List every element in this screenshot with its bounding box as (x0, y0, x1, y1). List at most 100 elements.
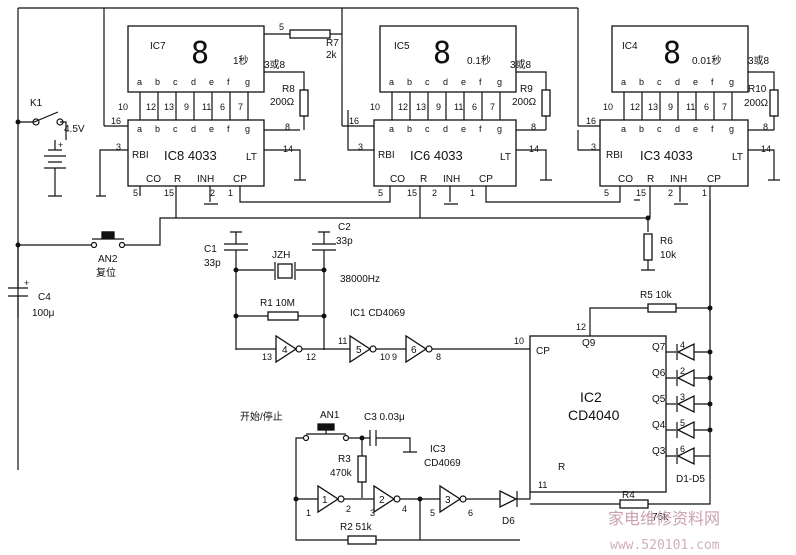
svg-text:e: e (693, 124, 698, 134)
display-ic5-seg-a: a (389, 77, 394, 87)
svg-text:3: 3 (445, 495, 451, 506)
ic2-part: CD4040 (568, 407, 620, 423)
an1-label: AN1 (320, 410, 340, 421)
display-ic5-seg-g: g (497, 77, 502, 87)
svg-text:11: 11 (202, 102, 211, 112)
ic3b-part: CD4069 (424, 458, 461, 469)
svg-text:16: 16 (586, 116, 596, 126)
svg-text:4: 4 (402, 504, 407, 514)
display-ic4: IC4 8 0.01秒 a b c d e f g (611, 25, 749, 93)
svg-text:2: 2 (432, 188, 437, 198)
svg-text:8: 8 (436, 352, 441, 362)
resistor-r7: R7 2k 5 (264, 22, 342, 61)
display-ic5-seg-c: c (425, 77, 430, 87)
counter-ic6-cp: CP (479, 174, 493, 185)
counter-ic6-rbi: RBI (378, 150, 395, 161)
c2-value: 33p (336, 236, 353, 247)
svg-text:11: 11 (538, 480, 547, 490)
counter-ic8-r: R (174, 174, 181, 185)
counter-ic8-lt: LT (246, 152, 257, 163)
display-ic5-id: IC5 (394, 41, 410, 52)
svg-text:13: 13 (262, 352, 272, 362)
svg-text:10: 10 (380, 352, 390, 362)
display-ic7-id: IC7 (150, 41, 166, 52)
an1-caption: 开始/停止 (240, 410, 283, 423)
svg-text:d: d (443, 124, 448, 134)
c3-label: C3 0.03μ (364, 412, 405, 423)
svg-text:12: 12 (630, 102, 640, 112)
svg-text:12: 12 (146, 102, 156, 112)
c4-value: 100μ (32, 308, 55, 319)
r1-label: R1 10M (260, 298, 295, 309)
r3-value: 470k (330, 468, 353, 479)
r5-label: R5 10k (640, 290, 673, 301)
svg-text:a: a (137, 124, 142, 134)
svg-text:11: 11 (338, 336, 347, 346)
svg-text:10: 10 (603, 102, 613, 112)
r10-value: 200Ω (744, 98, 769, 109)
r3-label: R3 (338, 454, 351, 465)
svg-text:13: 13 (164, 102, 174, 112)
svg-text:f: f (711, 124, 714, 134)
svg-text:12: 12 (576, 322, 586, 332)
svg-text:1: 1 (470, 188, 475, 198)
watermark: 家电维修资料网 www.520101.com (608, 509, 720, 553)
diodes-d1-d5: D1-D5 (666, 200, 713, 485)
resistor-r9: 3或8 R9 200Ω (510, 59, 551, 130)
svg-text:15: 15 (407, 188, 417, 198)
svg-text:5: 5 (680, 418, 685, 428)
svg-text:d: d (675, 124, 680, 134)
note-3or8-c: 3或8 (748, 55, 770, 67)
svg-text:2: 2 (379, 495, 385, 506)
svg-text:5: 5 (604, 188, 609, 198)
display-ic4-seg-d: d (675, 77, 680, 87)
svg-text:b: b (155, 124, 160, 134)
svg-text:3: 3 (116, 142, 121, 152)
svg-text:6: 6 (220, 102, 225, 112)
svg-text:1: 1 (228, 188, 233, 198)
crystal-label: JZH (272, 250, 290, 261)
capacitor-c4: + C4 100μ (8, 245, 55, 319)
display-ic5-seg-d: d (443, 77, 448, 87)
svg-text:2: 2 (210, 188, 215, 198)
ic1-label: IC1 CD4069 (350, 308, 405, 319)
r8-value: 200Ω (270, 97, 295, 108)
svg-text:7: 7 (722, 102, 727, 112)
note-3or8-b: 3或8 (510, 59, 532, 71)
svg-text:1: 1 (306, 508, 311, 518)
svg-text:6: 6 (468, 508, 473, 518)
svg-text:3: 3 (680, 392, 685, 402)
svg-text:11: 11 (686, 102, 695, 112)
display-ic7-digit: 8 (191, 36, 209, 71)
r2-label: R2 51k (340, 522, 373, 533)
display-ic7-seg-d: d (191, 77, 196, 87)
display-ic5-seg-f: f (479, 77, 482, 87)
display-ic7-seg-g: g (245, 77, 250, 87)
c1-value: 33p (204, 258, 221, 269)
display-ic5-seg-b: b (407, 77, 412, 87)
display-ic5-digit: 8 (433, 36, 451, 71)
svg-text:e: e (461, 124, 466, 134)
r9-value: 200Ω (512, 97, 537, 108)
display-ic4-seg-c: c (657, 77, 662, 87)
ic2-name: IC2 (580, 389, 602, 405)
watermark-cn: 家电维修资料网 (608, 509, 720, 528)
svg-text:14: 14 (761, 144, 771, 154)
display-ic7-value: 1秒 (233, 54, 249, 67)
display-ic7-seg-e: e (209, 77, 214, 87)
svg-text:b: b (639, 124, 644, 134)
svg-text:a: a (389, 124, 394, 134)
svg-text:8: 8 (531, 122, 536, 132)
svg-text:6: 6 (704, 102, 709, 112)
r7-label: R7 (326, 38, 339, 49)
c4-label: C4 (38, 292, 51, 303)
display-ic4-seg-g: g (729, 77, 734, 87)
counter-ic3-inh: INH (670, 174, 687, 185)
